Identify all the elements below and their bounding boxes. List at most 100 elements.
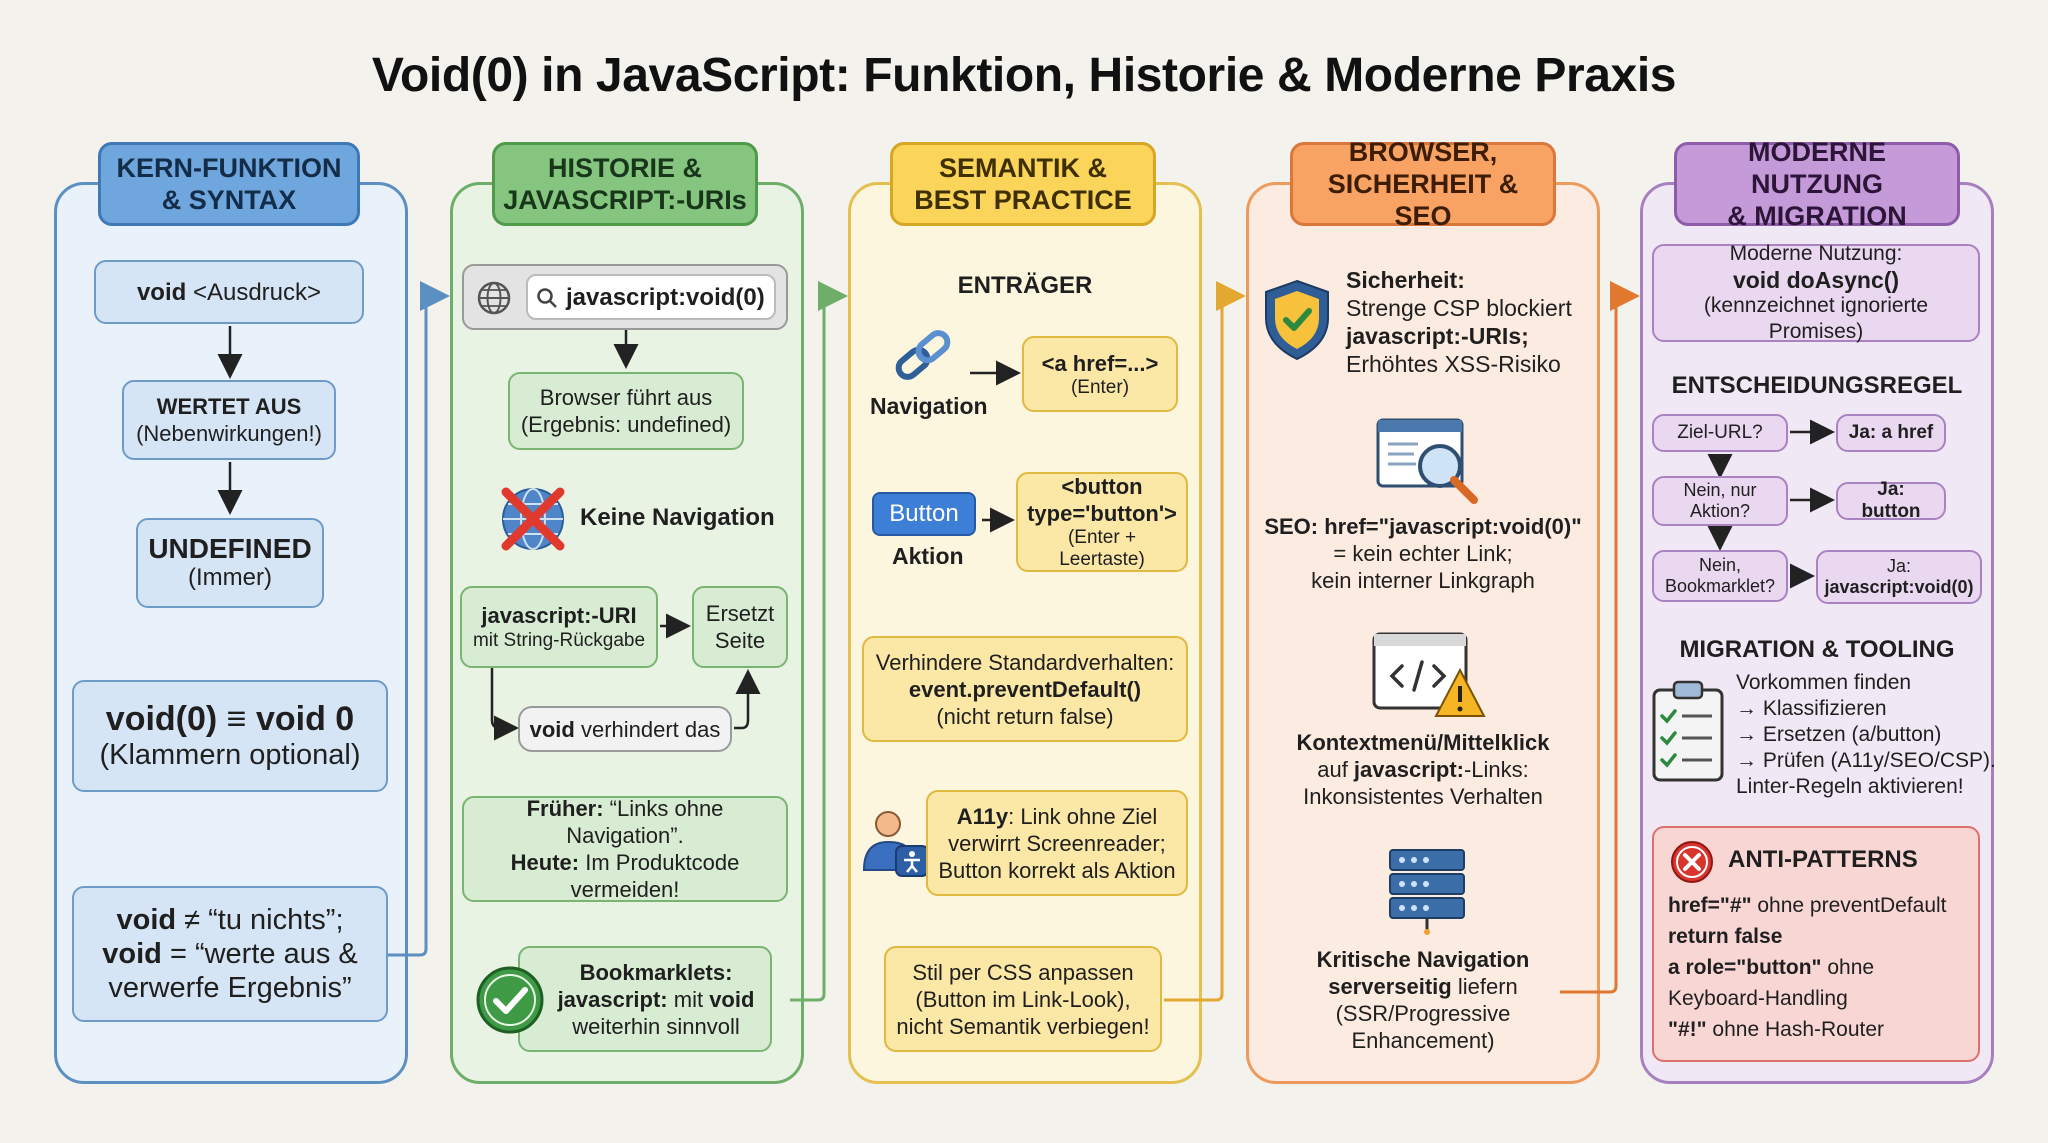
anti-pattern-1-code: href="#" — [1668, 894, 1752, 917]
seo-line-2: = kein echter Link; — [1333, 540, 1513, 566]
css-style-line-2: (Button im Link-Look), — [915, 986, 1131, 1012]
a11y-line-3: Button korrekt als Aktion — [938, 857, 1176, 883]
decision-a2-text: Ja: button — [1861, 479, 1921, 522]
javascript-uri-box: javascript:-URI mit String-Rückgabe — [460, 586, 658, 668]
header-core-function-label: KERN-FUNKTION & SYNTAX — [116, 153, 342, 215]
migration-step-5: Linter-Regeln aktivieren! — [1736, 775, 1964, 798]
button-element-code-2: type='button'> — [1027, 501, 1177, 526]
no-navigation-label: Keine Navigation — [580, 504, 775, 531]
history-today-label: Heute: — [510, 850, 580, 875]
url-field: javascript:void(0) — [526, 274, 776, 320]
error-x-icon — [1671, 841, 1713, 883]
a11y-line-1: : Link ohne Ziel — [1008, 803, 1158, 829]
bookmarklet-void: void — [709, 986, 755, 1012]
modern-usage-code: void doAsync() — [1732, 267, 1900, 293]
prevent-default-box: Verhindere Standardverhalten: event.prev… — [862, 636, 1188, 742]
history-earlier-text: “Links ohne Navigation”. — [566, 796, 724, 848]
server-side-line-4: Enhancement) — [1351, 1028, 1495, 1053]
modern-usage-line-3: (kennzeichnet ignorierte Promises) — [1703, 294, 1929, 343]
modern-usage-line-1: Moderne Nutzung: — [1729, 242, 1903, 265]
server-side-text: Kritische Navigation serverseitig liefer… — [1252, 940, 1594, 1060]
seo-line-3: kein interner Linkgraph — [1311, 567, 1535, 593]
migration-step-4: → Prüfen (A11y/SEO/CSP). — [1736, 749, 1996, 772]
bookmarklet-with: mit — [667, 986, 710, 1012]
anti-pattern-3-continuation: Keyboard-Handling — [1668, 987, 1848, 1010]
decision-q1-text: Ziel-URL? — [1677, 422, 1763, 443]
header-core-function: KERN-FUNKTION & SYNTAX — [98, 142, 360, 226]
equivalence-subtitle: (Klammern optional) — [99, 739, 361, 771]
url-text: javascript:void(0) — [566, 284, 765, 311]
decision-a3-line-1: Ja: — [1886, 556, 1911, 576]
evaluates-box: WERTET AUS (Nebenwirkungen!) — [122, 380, 336, 460]
button-chip: Button — [872, 492, 976, 536]
globe-icon — [477, 281, 511, 315]
code-warning-icon — [1372, 632, 1486, 717]
search-icon — [537, 288, 557, 308]
context-menu-scheme: javascript: — [1353, 756, 1464, 782]
replaces-page-box: Ersetzt Seite — [692, 586, 788, 668]
clipboard-checklist-icon — [1652, 680, 1724, 782]
undefined-box: UNDEFINED (Immer) — [136, 518, 324, 608]
server-rack-icon — [1389, 849, 1465, 935]
decision-a3-code: javascript:void(0) — [1824, 577, 1974, 597]
header-modern-usage-label: MODERNE NUTZUNG & MIGRATION — [1727, 137, 1907, 231]
equivalence-box: void(0) ≡ void 0 (Klammern optional) — [72, 680, 388, 792]
decision-a1-text: Ja: a href — [1848, 422, 1934, 443]
button-element-box: <button type='button'> (Enter + Leertast… — [1016, 472, 1188, 572]
bookmarklet-sensible: weiterhin sinnvoll — [572, 1013, 740, 1039]
no-navigation-icon — [501, 487, 565, 551]
meaning-keyword-1: void — [116, 904, 177, 936]
replaces-page-line-1: Ersetzt — [705, 601, 775, 626]
decision-a3: Ja: javascript:void(0) — [1816, 550, 1982, 604]
prevent-default-code: event.preventDefault() — [908, 676, 1142, 702]
migration-title: MIGRATION & TOOLING — [1679, 636, 1955, 663]
meaning-keyword-2: void — [102, 938, 162, 970]
decision-rule-title: ENTSCHEIDUNGSREGEL — [1671, 372, 1963, 399]
evaluates-subtitle: (Nebenwirkungen!) — [136, 421, 322, 446]
decision-q1: Ziel-URL? — [1652, 414, 1788, 452]
seo-line-1: SEO: href="javascript:void(0)" — [1264, 513, 1582, 539]
anti-pattern-5-text: ohne Hash-Router — [1706, 1018, 1885, 1041]
meaning-line-1: ≠ “tu nichts”; — [176, 904, 344, 936]
header-semantics-label: SEMANTIK & BEST PRACTICE — [914, 153, 1132, 215]
column-subheader: ENTRÄGER — [957, 272, 1093, 299]
undefined-subtitle: (Immer) — [188, 564, 272, 591]
server-side-deliver: liefern — [1451, 974, 1518, 999]
button-element-code-1: <button — [1061, 474, 1143, 499]
column-semantics — [848, 182, 1202, 1084]
migration-step-3: → Ersetzen (a/button) — [1736, 723, 1942, 746]
header-history: HISTORIE & JAVASCRIPT:-URIs — [492, 142, 758, 226]
migration-step-2: → Klassifizieren — [1736, 697, 1887, 720]
context-menu-line-3: Inkonsistentes Verhalten — [1303, 783, 1543, 809]
page-title: Void(0) in JavaScript: Funktion, Histori… — [371, 49, 1677, 102]
anti-pattern-3-text: ohne — [1821, 956, 1875, 979]
syntax-keyword: void — [136, 278, 187, 306]
header-modern-usage: MODERNE NUTZUNG & MIGRATION — [1674, 137, 1960, 231]
css-style-box: Stil per CSS anpassen (Button im Link-Lo… — [884, 946, 1162, 1052]
user-accessibility-icon — [862, 811, 929, 877]
void-prevents-label: verhindert das — [574, 716, 721, 742]
decision-q2: Nein, nur Aktion? — [1652, 476, 1788, 526]
history-earlier-label: Früher: — [526, 796, 604, 821]
security-line-1: Strenge CSP blockiert — [1346, 295, 1572, 321]
link-element-code: <a href=...> — [1041, 350, 1159, 376]
context-menu-line-1: Kontextmenü/Mittelklick — [1296, 729, 1550, 755]
equivalence-title: void(0) ≡ void 0 — [105, 700, 355, 738]
history-avoid-text: vermeiden! — [570, 877, 680, 902]
void-prevents-box: void verhindert das — [518, 706, 732, 752]
decision-a1: Ja: a href — [1836, 414, 1946, 452]
browser-executes-line-1: Browser führt aus — [539, 385, 713, 410]
anti-patterns-list: href="#" ohne preventDefault return fals… — [1668, 890, 1947, 1045]
anti-pattern-5-code: "#!" — [1668, 1018, 1707, 1041]
seo-text: SEO: href="javascript:void(0)" = kein ec… — [1252, 508, 1594, 598]
meaning-line-2: = “werte aus & — [161, 938, 358, 970]
browser-executes-box: Browser führt aus (Ergebnis: undefined) — [508, 372, 744, 450]
server-side-line-1: Kritische Navigation — [1316, 947, 1530, 972]
css-style-line-1: Stil per CSS anpassen — [912, 959, 1134, 985]
server-side-keyword: serverseitig — [1328, 974, 1452, 999]
shield-check-icon — [1265, 279, 1329, 361]
a11y-box: A11y: Link ohne Ziel verwirrt Screenread… — [926, 790, 1188, 896]
security-line-3: Erhöhtes XSS-Risiko — [1346, 351, 1561, 377]
action-label: Aktion — [892, 543, 964, 569]
